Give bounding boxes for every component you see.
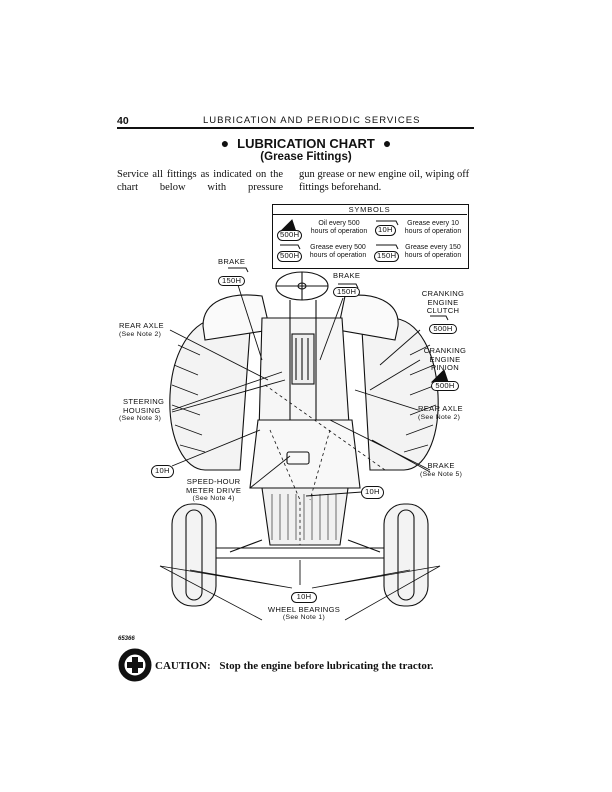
grille bbox=[261, 487, 349, 546]
rear-tire-right bbox=[361, 317, 439, 471]
callout-brake-center: BRAKE 150H bbox=[333, 271, 361, 298]
symbol-oil-500-line1: Oil every 500 bbox=[318, 220, 360, 227]
callout-cranking-clutch-line3: CLUTCH bbox=[426, 306, 460, 316]
symbols-divider bbox=[272, 214, 467, 215]
callout-wheel-bearings: 10H WHEEL BEARINGS (See Note 1) bbox=[254, 592, 354, 623]
bullet-left: ● bbox=[220, 135, 230, 151]
callout-cranking-pinion: CRANKING ENGINE PINION 500H bbox=[417, 346, 473, 392]
bullet-right: ● bbox=[382, 135, 392, 151]
symbol-oil-500-badge: 500H bbox=[277, 230, 303, 241]
callout-cranking-pinion-line2: ENGINE bbox=[429, 354, 461, 364]
callout-brake-right-label: BRAKE bbox=[427, 461, 455, 470]
callout-brake-left: BRAKE 150H bbox=[218, 257, 246, 287]
dashed-lines bbox=[264, 384, 386, 545]
hood-front bbox=[249, 419, 361, 489]
symbol-grease-10-text: Grease every 10 hours of operation bbox=[398, 220, 468, 236]
header-rule bbox=[117, 127, 474, 129]
callout-brake-left-label: BRAKE bbox=[218, 257, 246, 266]
callout-rear-axle-right: REAR AXLE (See Note 2) bbox=[418, 404, 463, 422]
callout-cranking-clutch-badge: 500H bbox=[429, 323, 457, 335]
front-tire-left bbox=[171, 503, 217, 607]
callout-rear-axle-right-label: REAR AXLE bbox=[418, 404, 463, 413]
callout-cranking-clutch-line2: ENGINE bbox=[427, 297, 459, 307]
callout-speed-hour-line1: SPEED-HOUR bbox=[186, 477, 241, 486]
callout-badge-left-10h: 10H bbox=[151, 465, 174, 478]
safety-seal bbox=[118, 648, 152, 682]
symbol-grease-500-badge: 500H bbox=[277, 251, 303, 262]
callout-brake-center-badge: 150H bbox=[333, 286, 361, 298]
symbols-title: SYMBOLS bbox=[348, 205, 391, 214]
grease-gun-icon bbox=[430, 315, 449, 321]
symbol-grease-150-badge: 150H bbox=[374, 251, 400, 262]
fender-left bbox=[202, 294, 271, 341]
symbol-grease-150-line1: Grease every 150 bbox=[405, 244, 461, 251]
callout-wheel-bearings-label: WHEEL BEARINGS bbox=[267, 604, 341, 614]
caution-text: Stop the engine before lubricating the t… bbox=[219, 660, 434, 672]
callout-cranking-pinion-badge: 500H bbox=[431, 380, 459, 392]
callout-rear-axle-right-note: (See Note 2) bbox=[418, 413, 461, 421]
fender-right bbox=[337, 294, 399, 341]
intro-text-left: Service all fittings as indicated on the… bbox=[117, 169, 283, 193]
callout-rear-axle-left-label: REAR AXLE bbox=[119, 321, 164, 330]
page-number: 40 bbox=[117, 115, 129, 127]
chart-subtitle: (Grease Fittings) bbox=[260, 151, 352, 163]
callout-speed-hour-line2: METER DRIVE bbox=[186, 485, 242, 495]
figure-code: 65366 bbox=[118, 636, 135, 642]
callout-steering-housing: STEERING HOUSING (See Note 3) bbox=[119, 397, 165, 424]
callout-cranking-clutch-line1: CRANKING bbox=[421, 289, 465, 298]
grease-gun-icon bbox=[280, 244, 301, 250]
callout-cranking-pinion-line3: PINION bbox=[431, 363, 459, 373]
symbol-grease-500-line1: Grease every 500 bbox=[310, 244, 366, 251]
grease-gun-icon bbox=[376, 244, 399, 250]
grease-gun-icon bbox=[228, 267, 249, 273]
caution-line: CAUTION: Stop the engine before lubricat… bbox=[155, 660, 434, 672]
symbol-oil-500-text: Oil every 500 hours of operation bbox=[304, 220, 374, 236]
callout-speed-hour-note: (See Note 4) bbox=[192, 495, 235, 503]
front-axle bbox=[200, 539, 410, 559]
callout-brake-center-label: BRAKE bbox=[333, 271, 361, 280]
symbol-grease-10-line1: Grease every 10 bbox=[407, 220, 459, 227]
front-tire-right bbox=[383, 503, 429, 607]
symbol-grease-500-line2: hours of operation bbox=[309, 252, 367, 259]
callout-brake-right: BRAKE (See Note 5) bbox=[420, 461, 463, 479]
symbol-grease-500-text: Grease every 500 hours of operation bbox=[302, 244, 374, 260]
callout-cranking-pinion-line1: CRANKING bbox=[423, 346, 467, 355]
symbol-grease-150-line2: hours of operation bbox=[404, 252, 462, 259]
badge-shapes bbox=[228, 219, 449, 383]
rear-tire-left bbox=[169, 317, 251, 471]
callout-wheel-bearings-note: (See Note 1) bbox=[282, 614, 326, 622]
running-head: LUBRICATION AND PERIODIC SERVICES bbox=[203, 115, 421, 126]
symbols-legend bbox=[272, 204, 469, 269]
wheel-bearing-lines bbox=[159, 565, 441, 589]
chart-title: ● LUBRICATION CHART ● bbox=[0, 135, 612, 151]
callout-rear-axle-left: REAR AXLE (See Note 2) bbox=[119, 321, 164, 339]
callout-steering-housing-note: (See Note 3) bbox=[119, 415, 162, 423]
callout-steering-housing-line2: HOUSING bbox=[123, 405, 161, 415]
callout-brake-right-note: (See Note 5) bbox=[420, 470, 463, 478]
callout-rear-axle-left-note: (See Note 2) bbox=[119, 330, 162, 338]
callout-wheel-bearings-badge: 10H bbox=[291, 592, 317, 603]
grease-gun-icon bbox=[376, 220, 399, 226]
symbol-grease-10-badge: 10H bbox=[375, 225, 396, 236]
intro-text-right: gun grease or new engine oil, wiping off… bbox=[299, 169, 470, 193]
symbol-oil-500-line2: hours of operation bbox=[310, 228, 368, 235]
chart-title-text: LUBRICATION CHART bbox=[237, 136, 375, 151]
callout-steering-housing-line1: STEERING bbox=[123, 397, 165, 406]
callout-speed-hour: SPEED-HOUR METER DRIVE (See Note 4) bbox=[186, 477, 242, 504]
caution-label: CAUTION: bbox=[155, 660, 211, 672]
symbol-grease-150-text: Grease every 150 hours of operation bbox=[398, 244, 468, 260]
symbol-grease-10-line2: hours of operation bbox=[404, 228, 462, 235]
callout-brake-left-badge: 150H bbox=[218, 275, 246, 287]
callout-leaders bbox=[169, 281, 431, 585]
tire-tread bbox=[171, 344, 437, 453]
callout-cranking-clutch: CRANKING ENGINE CLUTCH 500H bbox=[415, 289, 471, 335]
callout-badge-right-10h: 10H bbox=[361, 486, 384, 499]
